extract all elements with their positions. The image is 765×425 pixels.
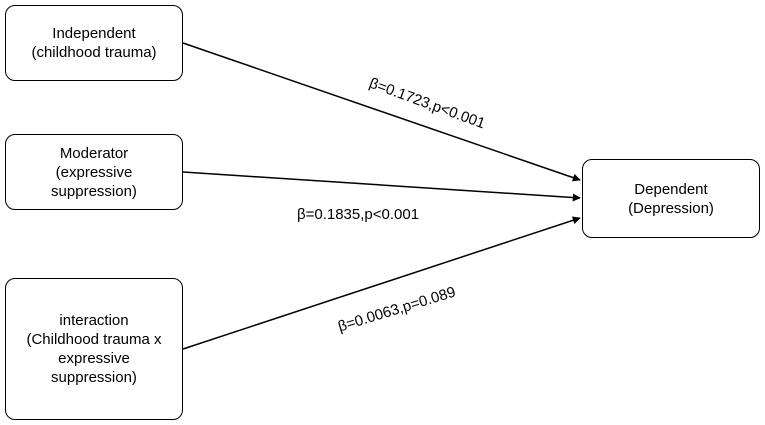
node-dependent-line-1: Dependent: [634, 180, 708, 198]
node-dependent-line-2: (Depression): [628, 199, 714, 217]
node-interaction: interaction (Childhood trauma x expressi…: [5, 278, 183, 420]
node-dependent: Dependent (Depression): [582, 159, 760, 238]
node-moderator-line-3: suppression): [51, 182, 137, 200]
node-interaction-line-4: suppression): [51, 369, 137, 386]
edge-moderator-to-dependent: [182, 171, 581, 202]
node-independent: Independent (childhood trauma): [5, 5, 183, 81]
node-moderator-line-2: (expressive: [55, 163, 133, 181]
edge-label-moderator: β=0.1835,p<0.001: [296, 206, 420, 223]
node-independent-line-2: (childhood trauma): [31, 44, 157, 61]
edge-independent-to-dependent: [182, 42, 581, 182]
node-interaction-line-2: (Childhood trauma x: [26, 331, 162, 348]
node-independent-line-1: Independent: [52, 25, 136, 42]
edge-interaction-to-dependent: [182, 216, 581, 350]
node-interaction-line-3: expressive: [58, 350, 130, 367]
node-moderator: Moderator (expressive suppression): [5, 134, 183, 210]
node-moderator-line-1: Moderator: [59, 144, 129, 162]
node-interaction-line-1: interaction: [59, 312, 129, 329]
